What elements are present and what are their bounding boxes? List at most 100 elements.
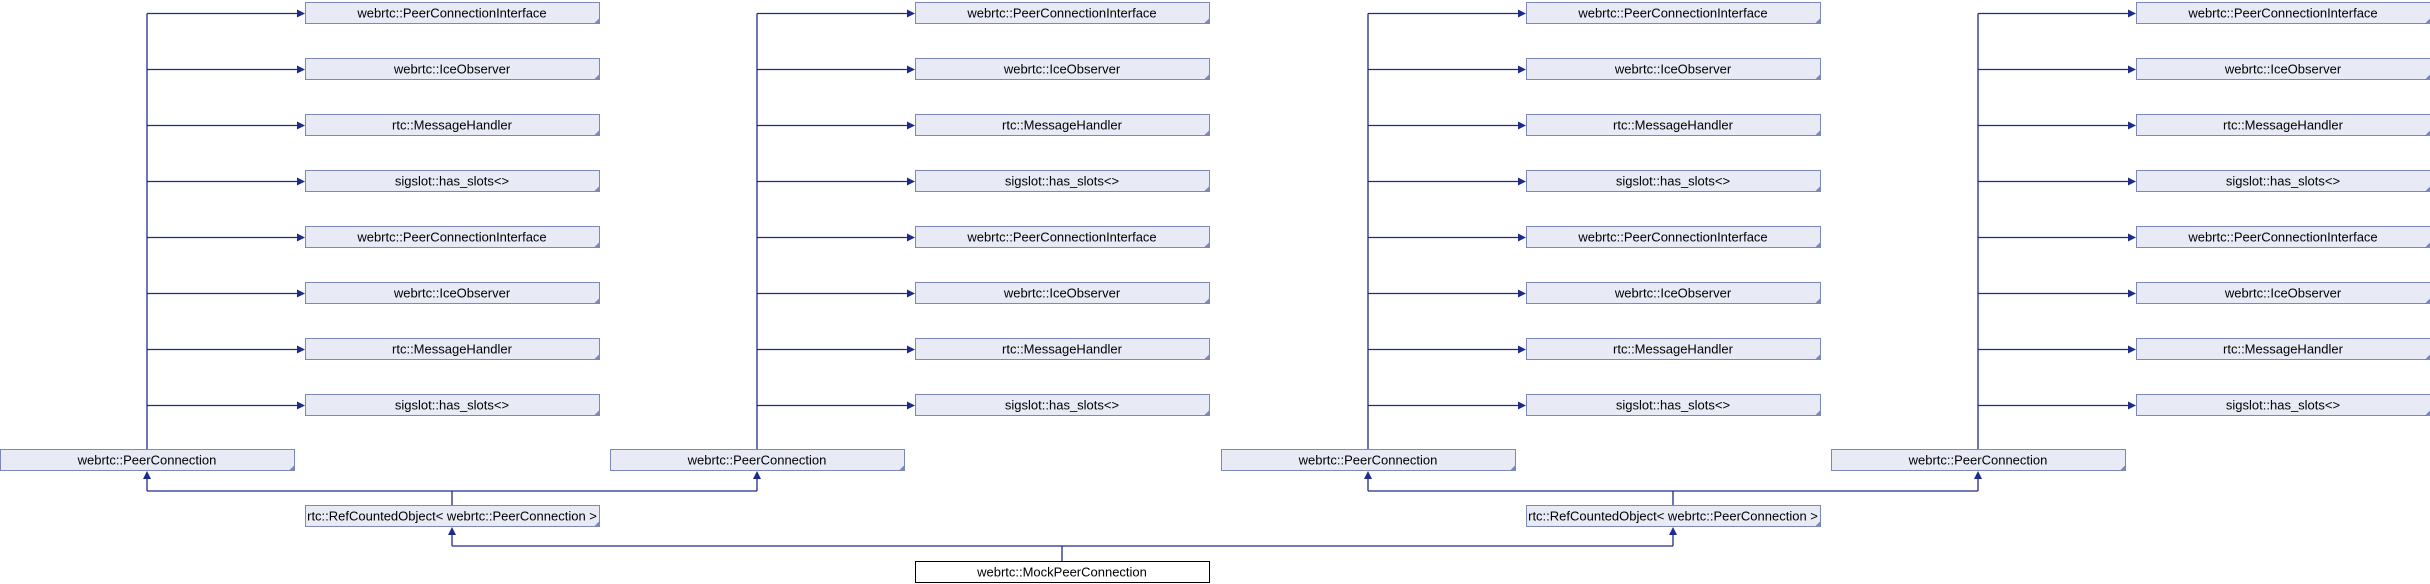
base-class-4-1[interactable]: webrtc::PeerConnectionInterface [2136, 2, 2430, 24]
arrow-head-icon [1518, 401, 1526, 410]
arrow-head-icon [2128, 177, 2136, 186]
refcounted-object-node-1-label: rtc::RefCountedObject< webrtc::PeerConne… [307, 509, 597, 524]
base-class-1-6[interactable]: webrtc::IceObserver [305, 282, 600, 304]
base-class-4-2-label: webrtc::IceObserver [2224, 62, 2342, 77]
base-class-2-1-label: webrtc::PeerConnectionInterface [966, 6, 1156, 21]
base-class-4-3-label: rtc::MessageHandler [2223, 118, 2344, 133]
base-class-4-6[interactable]: webrtc::IceObserver [2136, 282, 2430, 304]
base-class-1-2[interactable]: webrtc::IceObserver [305, 58, 600, 80]
folded-corner-icon [2425, 74, 2430, 80]
arrow-head-icon [2128, 121, 2136, 130]
base-class-2-8-box [915, 394, 1210, 416]
base-class-2-2[interactable]: webrtc::IceObserver [915, 58, 1210, 80]
folded-corner-icon [1815, 130, 1821, 136]
base-class-4-4-label: sigslot::has_slots<> [2226, 174, 2340, 189]
base-class-1-5-label: webrtc::PeerConnectionInterface [356, 230, 546, 245]
folded-corner-icon [594, 298, 600, 304]
base-class-3-7[interactable]: rtc::MessageHandler [1526, 338, 1821, 360]
refcounted-object-node-1[interactable]: rtc::RefCountedObject< webrtc::PeerConne… [305, 505, 600, 527]
arrow-head-icon [2128, 289, 2136, 298]
base-class-3-7-box [1526, 338, 1821, 360]
base-class-2-6-label: webrtc::IceObserver [1003, 286, 1121, 301]
base-class-1-8-label: sigslot::has_slots<> [395, 398, 509, 413]
base-class-4-4[interactable]: sigslot::has_slots<> [2136, 170, 2430, 192]
base-class-1-5-box [305, 226, 600, 248]
base-class-2-8[interactable]: sigslot::has_slots<> [915, 394, 1210, 416]
base-class-1-4-label: sigslot::has_slots<> [395, 174, 509, 189]
folded-corner-icon [1815, 74, 1821, 80]
base-class-3-3[interactable]: rtc::MessageHandler [1526, 114, 1821, 136]
base-class-3-2[interactable]: webrtc::IceObserver [1526, 58, 1821, 80]
arrow-head-icon [2128, 401, 2136, 410]
base-class-4-5-box [2136, 226, 2430, 248]
base-class-1-7[interactable]: rtc::MessageHandler [305, 338, 600, 360]
base-class-3-1[interactable]: webrtc::PeerConnectionInterface [1526, 2, 1821, 24]
base-class-1-4[interactable]: sigslot::has_slots<> [305, 170, 600, 192]
base-class-4-1-label: webrtc::PeerConnectionInterface [2187, 6, 2377, 21]
base-class-1-8[interactable]: sigslot::has_slots<> [305, 394, 600, 416]
base-class-3-3-label: rtc::MessageHandler [1613, 118, 1734, 133]
arrow-head-icon [1518, 233, 1526, 242]
base-class-4-2[interactable]: webrtc::IceObserver [2136, 58, 2430, 80]
base-class-3-5-box [1526, 226, 1821, 248]
base-class-2-3[interactable]: rtc::MessageHandler [915, 114, 1210, 136]
arrow-head-icon [753, 471, 761, 479]
base-class-3-5[interactable]: webrtc::PeerConnectionInterface [1526, 226, 1821, 248]
arrow-head-icon [297, 9, 305, 18]
arrow-head-icon [1518, 345, 1526, 354]
base-class-3-2-box [1526, 58, 1821, 80]
base-class-1-4-box [305, 170, 600, 192]
base-class-1-3-label: rtc::MessageHandler [392, 118, 513, 133]
refcounted-object-node-2[interactable]: rtc::RefCountedObject< webrtc::PeerConne… [1526, 505, 1821, 527]
base-class-3-1-box [1526, 2, 1821, 24]
peer-connection-node-4-box [1831, 449, 2126, 471]
folded-corner-icon [594, 74, 600, 80]
refcounted-object-node-2-box [1526, 505, 1821, 527]
folded-corner-icon [594, 242, 600, 248]
base-class-4-3[interactable]: rtc::MessageHandler [2136, 114, 2430, 136]
peer-connection-node-2[interactable]: webrtc::PeerConnection [610, 449, 905, 471]
base-class-2-1[interactable]: webrtc::PeerConnectionInterface [915, 2, 1210, 24]
base-class-4-1-box [2136, 2, 2430, 24]
peer-connection-node-1[interactable]: webrtc::PeerConnection [0, 449, 295, 471]
arrow-head-icon [297, 345, 305, 354]
peer-connection-node-4[interactable]: webrtc::PeerConnection [1831, 449, 2126, 471]
arrow-head-icon [907, 121, 915, 130]
base-class-3-6-box [1526, 282, 1821, 304]
base-class-3-8[interactable]: sigslot::has_slots<> [1526, 394, 1821, 416]
arrow-head-icon [1974, 471, 1982, 479]
folded-corner-icon [1815, 298, 1821, 304]
peer-connection-node-3[interactable]: webrtc::PeerConnection [1221, 449, 1516, 471]
base-class-3-6[interactable]: webrtc::IceObserver [1526, 282, 1821, 304]
base-class-1-3[interactable]: rtc::MessageHandler [305, 114, 600, 136]
base-class-4-5[interactable]: webrtc::PeerConnectionInterface [2136, 226, 2430, 248]
peer-connection-node-4-label: webrtc::PeerConnection [1908, 453, 2048, 468]
base-class-2-5[interactable]: webrtc::PeerConnectionInterface [915, 226, 1210, 248]
arrow-head-icon [1518, 289, 1526, 298]
base-class-2-3-box [915, 114, 1210, 136]
folded-corner-icon [289, 465, 295, 471]
mock-peer-connection-node[interactable]: webrtc::MockPeerConnection [915, 561, 1210, 583]
base-class-2-4[interactable]: sigslot::has_slots<> [915, 170, 1210, 192]
base-class-4-5-label: webrtc::PeerConnectionInterface [2187, 230, 2377, 245]
base-class-4-8[interactable]: sigslot::has_slots<> [2136, 394, 2430, 416]
base-class-2-7[interactable]: rtc::MessageHandler [915, 338, 1210, 360]
folded-corner-icon [899, 465, 905, 471]
arrow-head-icon [297, 65, 305, 74]
arrow-head-icon [297, 177, 305, 186]
folded-corner-icon [1815, 186, 1821, 192]
folded-corner-icon [1510, 465, 1516, 471]
base-class-4-7[interactable]: rtc::MessageHandler [2136, 338, 2430, 360]
arrow-head-icon [143, 471, 151, 479]
base-class-2-6[interactable]: webrtc::IceObserver [915, 282, 1210, 304]
folded-corner-icon [1815, 242, 1821, 248]
arrow-head-icon [1518, 177, 1526, 186]
arrow-head-icon [1518, 121, 1526, 130]
folded-corner-icon [594, 410, 600, 416]
base-class-1-1[interactable]: webrtc::PeerConnectionInterface [305, 2, 600, 24]
mock-peer-connection-node-label: webrtc::MockPeerConnection [976, 565, 1147, 580]
base-class-3-4[interactable]: sigslot::has_slots<> [1526, 170, 1821, 192]
base-class-1-8-box [305, 394, 600, 416]
base-class-1-5[interactable]: webrtc::PeerConnectionInterface [305, 226, 600, 248]
